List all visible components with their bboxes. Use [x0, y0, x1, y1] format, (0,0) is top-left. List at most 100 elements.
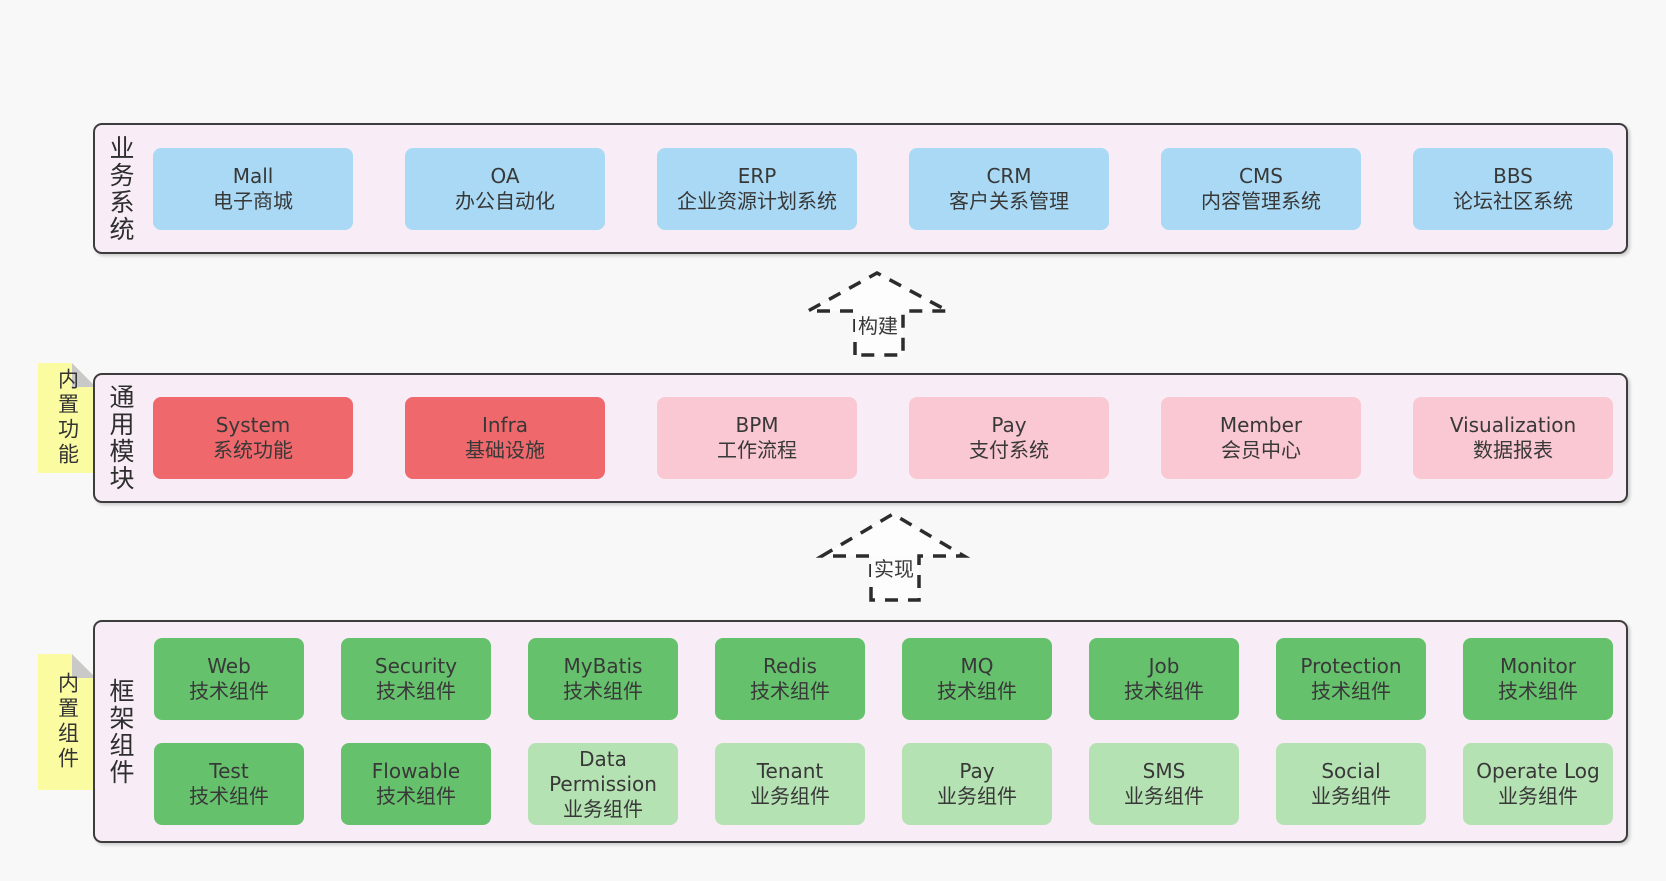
box-cms: CMS 内容管理系统: [1161, 147, 1361, 230]
box-title: Mall: [232, 163, 274, 188]
box-mq: MQ 技术组件: [902, 638, 1052, 720]
box-title: CMS: [1239, 163, 1283, 188]
box-subtitle: 基础设施: [465, 438, 545, 462]
box-subtitle: 内容管理系统: [1201, 188, 1321, 213]
box-pay-component: Pay 业务组件: [902, 743, 1052, 825]
box-title: Test: [209, 759, 249, 783]
box-subtitle: 会员中心: [1221, 438, 1301, 462]
box-subtitle: 技术组件: [563, 679, 643, 703]
box-mall: Mall 电子商城: [153, 147, 353, 230]
box-social: Social 业务组件: [1276, 743, 1426, 825]
box-pay-module: Pay 支付系统: [909, 397, 1109, 479]
arrow-up-implement: [815, 511, 971, 602]
box-test: Test 技术组件: [154, 743, 304, 825]
box-title: Tenant: [756, 759, 824, 783]
sticky-note-label: 内置组件: [55, 672, 80, 772]
box-web: Web 技术组件: [154, 638, 304, 720]
box-system: System 系统功能: [153, 397, 353, 479]
box-infra: Infra 基础设施: [405, 397, 605, 479]
box-crm: CRM 客户关系管理: [909, 147, 1109, 230]
layer-framework-components: 框架组件 Web 技术组件 Security 技术组件 MyBatis 技术组件…: [93, 620, 1628, 843]
box-subtitle: 办公自动化: [455, 188, 555, 213]
layer-business-systems: 业务系统 Mall 电子商城 OA 办公自动化 ERP 企业资源计划系统 CRM…: [93, 123, 1628, 254]
box-subtitle: 工作流程: [717, 438, 797, 462]
box-title: Operate Log: [1476, 759, 1600, 783]
box-title: BBS: [1493, 163, 1533, 188]
box-subtitle: 技术组件: [1498, 679, 1578, 703]
box-subtitle: 技术组件: [189, 784, 269, 808]
business-systems-row: Mall 电子商城 OA 办公自动化 ERP 企业资源计划系统 CRM 客户关系…: [153, 125, 1626, 252]
box-subtitle: 业务组件: [1124, 784, 1204, 808]
box-title: Social: [1321, 759, 1381, 783]
box-subtitle: 技术组件: [750, 679, 830, 703]
framework-row-2: Test 技术组件 Flowable 技术组件 Data Permission …: [154, 743, 1626, 825]
box-title: Pay: [959, 759, 995, 783]
box-subtitle: 技术组件: [1124, 679, 1204, 703]
box-title: Pay: [991, 413, 1027, 437]
box-subtitle: 业务组件: [937, 784, 1017, 808]
box-subtitle: 技术组件: [937, 679, 1017, 703]
box-oa: OA 办公自动化: [405, 147, 605, 230]
arrow-build-label: 构建: [855, 313, 901, 339]
box-monitor: Monitor 技术组件: [1463, 638, 1613, 720]
box-subtitle: 系统功能: [213, 438, 293, 462]
box-sms: SMS 业务组件: [1089, 743, 1239, 825]
box-title: Infra: [481, 413, 529, 437]
box-title: Monitor: [1499, 654, 1577, 678]
box-subtitle: 数据报表: [1473, 438, 1553, 462]
box-subtitle: 电子商城: [213, 188, 293, 213]
box-bbs: BBS 论坛社区系统: [1413, 147, 1613, 230]
box-protection: Protection 技术组件: [1276, 638, 1426, 720]
box-subtitle: 技术组件: [376, 679, 456, 703]
box-subtitle: 论坛社区系统: [1453, 188, 1573, 213]
sticky-note-builtin-components: 内置组件: [38, 654, 96, 790]
box-subtitle: 业务组件: [750, 784, 830, 808]
box-operate-log: Operate Log 业务组件: [1463, 743, 1613, 825]
box-subtitle: 技术组件: [376, 784, 456, 808]
framework-row-1: Web 技术组件 Security 技术组件 MyBatis 技术组件 Redi…: [154, 638, 1626, 720]
sticky-note-label: 内置功能: [55, 368, 80, 468]
box-title: Flowable: [371, 759, 461, 783]
box-title: MyBatis: [563, 654, 643, 678]
layer-label: 框架组件: [106, 677, 135, 786]
layer-label: 业务系统: [106, 134, 135, 243]
box-subtitle: 业务组件: [1311, 784, 1391, 808]
box-title: CRM: [986, 163, 1032, 188]
box-member: Member 会员中心: [1161, 397, 1361, 479]
common-modules-row: System 系统功能 Infra 基础设施 BPM 工作流程 Pay 支付系统…: [153, 375, 1626, 501]
box-subtitle: 业务组件: [563, 796, 643, 821]
box-subtitle: 技术组件: [1311, 679, 1391, 703]
box-subtitle: 企业资源计划系统: [677, 188, 837, 213]
arrow-implement-label: 实现: [871, 556, 917, 582]
box-tenant: Tenant 业务组件: [715, 743, 865, 825]
layer-common-modules: 通用模块 System 系统功能 Infra 基础设施 BPM 工作流程 Pay…: [93, 373, 1628, 503]
box-title: Member: [1219, 413, 1303, 437]
box-erp: ERP 企业资源计划系统: [657, 147, 857, 230]
box-subtitle: 技术组件: [189, 679, 269, 703]
box-job: Job 技术组件: [1089, 638, 1239, 720]
box-bpm: BPM 工作流程: [657, 397, 857, 479]
layer-label: 通用模块: [106, 384, 135, 492]
arrow-up-build: [807, 271, 949, 357]
box-subtitle: 客户关系管理: [949, 188, 1069, 213]
box-title: Job: [1148, 654, 1180, 678]
box-visualization: Visualization 数据报表: [1413, 397, 1613, 479]
box-security: Security 技术组件: [341, 638, 491, 720]
box-title: OA: [490, 163, 520, 188]
box-title: BPM: [735, 413, 779, 437]
box-subtitle: 业务组件: [1498, 784, 1578, 808]
box-title: Protection: [1300, 654, 1402, 678]
box-title: MQ: [960, 654, 994, 678]
box-data-permission: Data Permission 业务组件: [528, 743, 678, 825]
box-title: Visualization: [1449, 413, 1577, 437]
box-title: Redis: [763, 654, 817, 678]
box-title: Data Permission: [549, 746, 657, 796]
box-mybatis: MyBatis 技术组件: [528, 638, 678, 720]
box-redis: Redis 技术组件: [715, 638, 865, 720]
box-title: Security: [374, 654, 458, 678]
box-title: SMS: [1142, 759, 1186, 783]
sticky-note-builtin-features: 内置功能: [38, 363, 96, 473]
box-subtitle: 支付系统: [969, 438, 1049, 462]
box-flowable: Flowable 技术组件: [341, 743, 491, 825]
